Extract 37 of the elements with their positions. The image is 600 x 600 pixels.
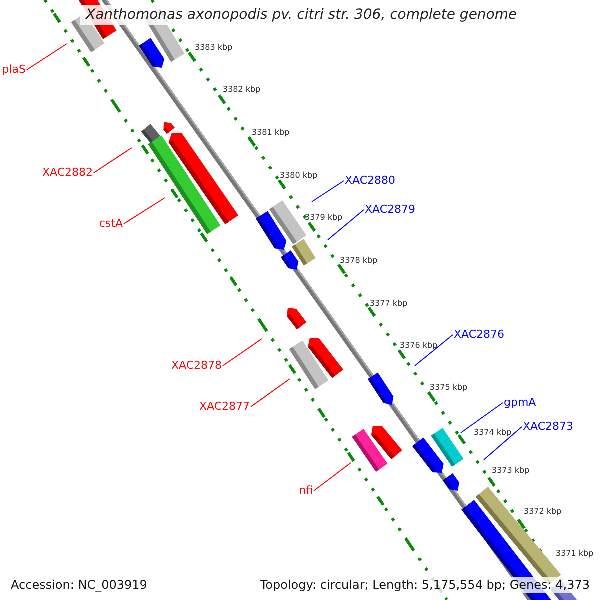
footer-text: Topology: circular; Length: 5,175,554 bp; Genes: 4,373	[258, 577, 592, 593]
tick-label: 3371 kbp	[556, 550, 594, 558]
gene-label: XAC2873	[523, 421, 574, 432]
gene-label: nfi	[299, 485, 313, 496]
tick-label: 3382 kbp	[223, 86, 261, 94]
gene-label: XAC2880	[345, 175, 396, 186]
leader-line	[484, 426, 522, 460]
gene-label: XAC2882	[42, 167, 93, 178]
tick-label: 3380 kbp	[280, 172, 318, 180]
gene-label: XAC2877	[199, 401, 250, 412]
tick-label: 3376 kbp	[400, 342, 438, 350]
leader-line	[414, 334, 454, 366]
leader-line	[26, 44, 68, 70]
footer-text: Accession: NC_003919	[9, 577, 150, 593]
tick-label: 3381 kbp	[252, 129, 290, 137]
tick-label: 3383 kbp	[195, 44, 233, 52]
tick-label: 3375 kbp	[430, 384, 468, 392]
leader-line	[314, 462, 352, 492]
gene-label: gpmA	[504, 397, 536, 408]
tick-label: 3372 kbp	[524, 508, 562, 516]
tick-label: 3373 kbp	[492, 467, 530, 475]
tick-label: 3374 kbp	[474, 429, 512, 437]
gene-label: plaS	[2, 64, 26, 75]
leader-line	[94, 148, 132, 174]
gene-label: XAC2878	[171, 360, 222, 371]
leader-line	[124, 198, 166, 224]
gene-label: XAC2876	[454, 329, 505, 340]
leader-line	[328, 210, 364, 240]
gene-label: cstA	[99, 218, 123, 229]
tick-label: 3377 kbp	[370, 300, 408, 308]
leader-line	[460, 402, 504, 434]
leader-line	[222, 338, 262, 366]
leader-line	[250, 378, 290, 408]
tick-label: 3379 kbp	[305, 214, 343, 222]
gene-label: XAC2879	[365, 204, 416, 215]
tick-label: 3378 kbp	[340, 257, 378, 265]
leader-line	[312, 180, 344, 202]
